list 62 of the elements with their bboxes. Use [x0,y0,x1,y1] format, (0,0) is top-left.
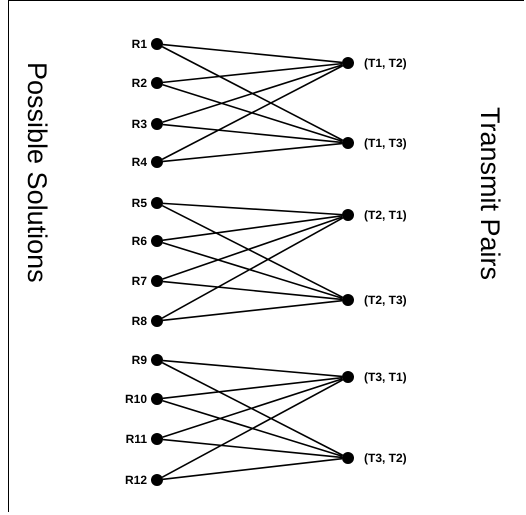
labeled-node [126,432,163,446]
node-label: (T2, T3) [364,293,407,307]
axis-title: Possible Solutions [21,62,52,283]
node-label: R10 [124,392,147,406]
connector-line [162,215,342,241]
connector-line [162,142,342,162]
labeled-node [124,473,163,487]
labeled-node [132,117,163,131]
node-label: (T3, T1) [364,370,407,384]
labeled-node [342,136,407,150]
node-label: R3 [132,117,147,131]
connector-line [162,205,344,298]
node-label: R12 [124,473,147,487]
node-label: R7 [132,274,147,288]
labeled-node [342,451,407,465]
node-label: R9 [132,353,147,367]
labeled-node [132,196,163,210]
node-label: (T1, T2) [364,56,407,70]
connector-line [162,378,343,438]
labeled-node [342,56,407,70]
node-label: (T1, T3) [364,136,407,150]
labeled-node [132,37,163,51]
node-label: R5 [132,196,147,210]
labeled-node [132,274,163,288]
labeled-node [342,370,407,384]
connector-line [162,64,343,123]
node-label: R1 [132,37,147,51]
connector-line [162,362,344,456]
node-label: R11 [126,432,147,446]
connector-line [162,84,343,142]
labeled-node [132,234,163,248]
connector-line [162,44,342,64]
connector-line [162,280,342,300]
connector-line [162,217,344,319]
labeled-node [132,155,163,169]
axis-title: Transmit Pairs [474,107,505,280]
connector-line [162,202,342,216]
labeled-node [124,392,163,406]
connector-line [162,458,342,480]
connector-line [162,124,342,144]
labeled-node [132,353,163,367]
node-label: (T3, T2) [364,451,407,465]
labeled-node [342,293,407,307]
connector-line [162,65,344,160]
node-label: R4 [132,155,147,169]
node-label: R8 [132,314,147,328]
node-label: R2 [132,76,147,90]
connector-line [162,400,342,457]
connector-line [162,46,344,141]
labeled-node [132,314,163,328]
connector-line [162,360,342,378]
connector-line [162,379,344,478]
connector-line [162,438,342,458]
labeled-node [342,208,407,222]
connector-line [162,300,342,322]
labeled-node [132,76,163,90]
node-label: (T2, T1) [364,208,407,222]
connector-line [162,376,342,400]
connector-line [162,242,342,299]
connector-line [162,62,342,84]
node-label: R6 [132,234,147,248]
connector-line [162,216,343,280]
